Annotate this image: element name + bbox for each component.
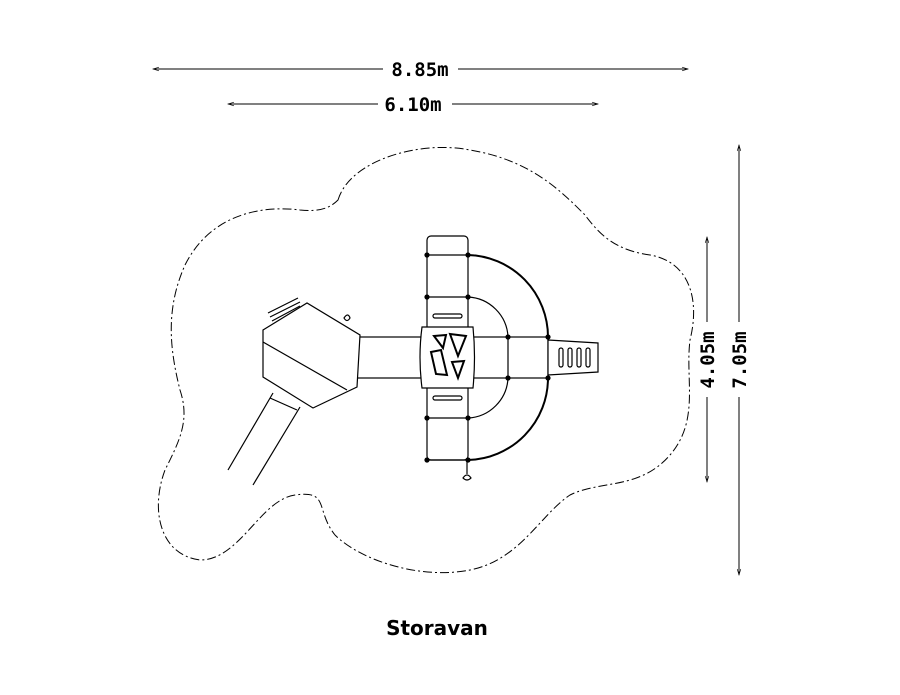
inner-rail (467, 296, 509, 419)
tower-roof (262, 302, 361, 409)
posts (424, 252, 551, 463)
safety-zone-boundary (158, 146, 695, 574)
structure-depth-label: 4.05m (697, 331, 719, 388)
product-title: Storavan (386, 616, 488, 640)
dimension-structure-width: 6.10m (226, 94, 600, 116)
dimension-structure-depth: 4.05m (697, 235, 719, 484)
structure-width-label: 6.10m (384, 94, 441, 116)
overall-width-label: 8.85m (391, 59, 448, 81)
slide (227, 392, 301, 486)
overall-depth-label: 7.05m (729, 331, 751, 388)
anchor (462, 460, 472, 481)
play-structure (227, 235, 599, 486)
handle (343, 314, 351, 322)
ladder (267, 297, 301, 322)
climber-slots (558, 347, 591, 368)
dimension-overall-depth: 7.05m (729, 143, 751, 577)
dimension-overall-width: 8.85m (151, 59, 690, 81)
climbing-holds (429, 332, 468, 381)
outer-rail (467, 254, 549, 461)
